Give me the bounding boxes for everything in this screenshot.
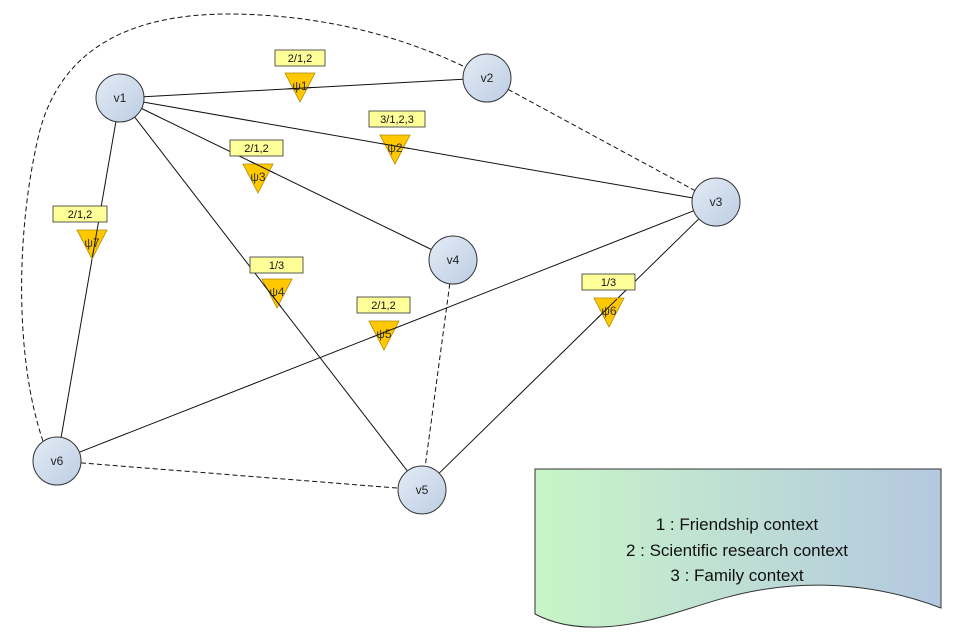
legend-note: 1 : Friendship context 2 : Scientific re… xyxy=(534,468,942,628)
edge-label-text: 1/3 xyxy=(269,260,284,272)
edge-v1-v4 xyxy=(141,108,432,250)
edge-v4-v5 xyxy=(424,283,451,467)
edge-label-text: 3/1,2,3 xyxy=(380,114,414,126)
node-v4[interactable]: v4 xyxy=(428,235,478,285)
legend-line-scientific: 2 : Scientific research context xyxy=(626,541,848,560)
node-v2[interactable]: v2 xyxy=(462,53,512,103)
edge-v2-v3 xyxy=(507,88,696,192)
node-label: v4 xyxy=(447,253,460,267)
marker-label: ψ5 xyxy=(376,327,392,341)
edge-label-text: 2/1,2 xyxy=(68,209,92,221)
node-circle[interactable] xyxy=(462,53,512,103)
triangle-marker-icon xyxy=(242,163,274,194)
edge-label-text: 2/1,2 xyxy=(244,143,268,155)
triangle-marker-icon xyxy=(593,297,625,328)
legend-line-family: 3 : Family context xyxy=(670,566,803,585)
edge-label-box xyxy=(356,296,411,314)
edge-label-text: 1/3 xyxy=(601,277,616,289)
node-circle[interactable] xyxy=(691,177,741,227)
edge-marker-psi1: 2/1,2 ψ1 xyxy=(274,49,326,103)
edge-label-box xyxy=(274,49,326,67)
edge-marker-psi6: 1/3 ψ6 xyxy=(581,273,636,328)
edge-v1-v6 xyxy=(60,121,117,438)
marker-label: ψ4 xyxy=(269,285,285,299)
node-label: v3 xyxy=(710,195,723,209)
node-circle[interactable] xyxy=(428,235,478,285)
node-circle[interactable] xyxy=(95,73,145,123)
marker-label: ψ2 xyxy=(387,141,403,155)
triangle-marker-icon xyxy=(76,229,108,260)
edge-through-marker xyxy=(249,160,276,174)
edge-label-box xyxy=(368,110,426,128)
node-label: v2 xyxy=(481,71,494,85)
triangle-marker-icon xyxy=(261,278,293,309)
node-circle[interactable] xyxy=(397,465,447,515)
edge-marker-psi7: 2/1,2 ψ7 xyxy=(52,205,108,260)
edge-through-marker xyxy=(596,298,618,320)
edge-v6-v2 xyxy=(21,13,468,442)
node-v6[interactable]: v6 xyxy=(32,436,82,486)
nodes-layer: v1 v2 v3 v4 v5 v6 xyxy=(32,53,741,515)
node-v5[interactable]: v5 xyxy=(397,465,447,515)
marker-label: ψ3 xyxy=(250,170,266,184)
edge-label-box xyxy=(52,205,108,223)
edge-label-box xyxy=(249,256,304,274)
node-label: v1 xyxy=(114,91,127,105)
node-v1[interactable]: v1 xyxy=(95,73,145,123)
node-label: v6 xyxy=(51,454,64,468)
edge-through-marker xyxy=(370,327,397,339)
edge-marker-psi4: 1/3 ψ4 xyxy=(249,256,304,309)
edge-label-text: 2/1,2 xyxy=(371,300,395,312)
edge-through-marker xyxy=(91,229,98,258)
edge-through-marker xyxy=(286,86,315,90)
triangle-marker-icon xyxy=(379,134,411,165)
edge-marker-psi3: 2/1,2 ψ3 xyxy=(229,139,284,194)
edge-v3-v5 xyxy=(438,218,700,474)
legend-note-shape xyxy=(534,468,942,628)
markers-layer: 2/1,2 ψ1 3/1,2,3 ψ2 2/1,2 ψ3 1/3 ψ4 2/1,2 ψ5 1/3 ψ6… xyxy=(52,49,636,351)
marker-label: ψ6 xyxy=(601,304,617,318)
legend-line-friendship: 1 : Friendship context xyxy=(656,515,819,534)
edge-marker-psi5: 2/1,2 ψ5 xyxy=(356,296,411,351)
node-label: v5 xyxy=(416,483,429,497)
edge-label-box xyxy=(581,273,636,291)
node-circle[interactable] xyxy=(32,436,82,486)
edge-v6-v5 xyxy=(80,462,399,489)
edge-label-text: 2/1,2 xyxy=(288,53,312,65)
edge-label-box xyxy=(229,139,284,157)
edge-v1-v3 xyxy=(143,101,693,199)
marker-label: ψ7 xyxy=(84,236,100,250)
edge-through-marker xyxy=(381,143,410,149)
edge-through-marker xyxy=(263,284,282,308)
node-v3[interactable]: v3 xyxy=(691,177,741,227)
marker-label: ψ1 xyxy=(292,79,308,93)
edge-marker-psi2: 3/1,2,3 ψ2 xyxy=(368,110,426,165)
